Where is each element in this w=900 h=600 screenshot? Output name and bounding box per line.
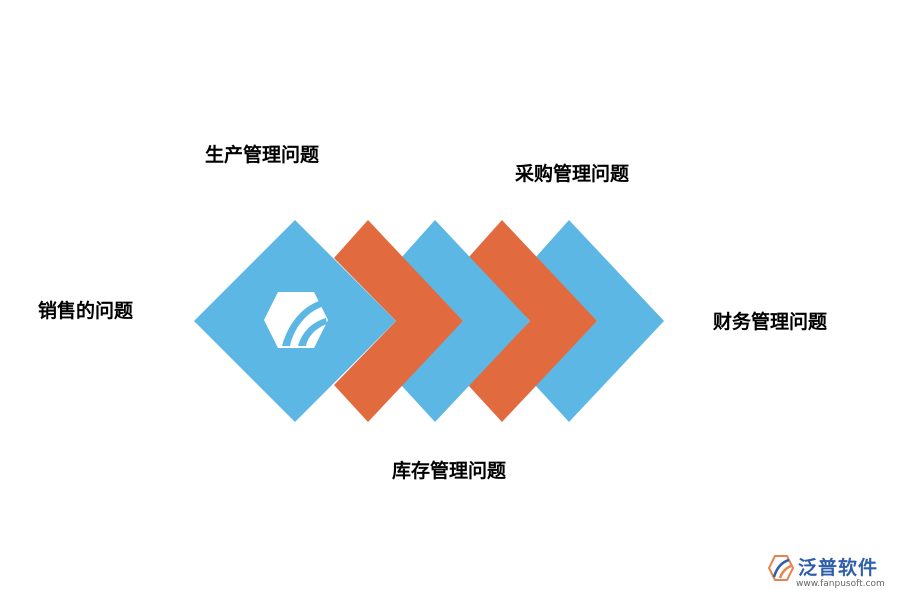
chevron-orange-1 (334, 220, 463, 422)
watermark: 泛普软件 www.fanpusoft.com (768, 553, 892, 593)
watermark-url: www.fanpusoft.com (796, 579, 885, 589)
chevron-blue-3 (535, 220, 664, 422)
watermark-logo-icon (768, 555, 794, 581)
label-purchasing: 采购管理问题 (515, 163, 630, 185)
chevron-orange-2 (468, 220, 597, 422)
watermark-name: 泛普软件 (798, 557, 879, 579)
label-finance: 财务管理问题 (713, 311, 828, 333)
label-inventory: 库存管理问题 (392, 460, 507, 482)
chevron-blue-2 (401, 220, 530, 422)
label-sales: 销售的问题 (38, 300, 134, 322)
label-production: 生产管理问题 (205, 144, 320, 166)
fanpu-logo-icon (264, 292, 328, 348)
